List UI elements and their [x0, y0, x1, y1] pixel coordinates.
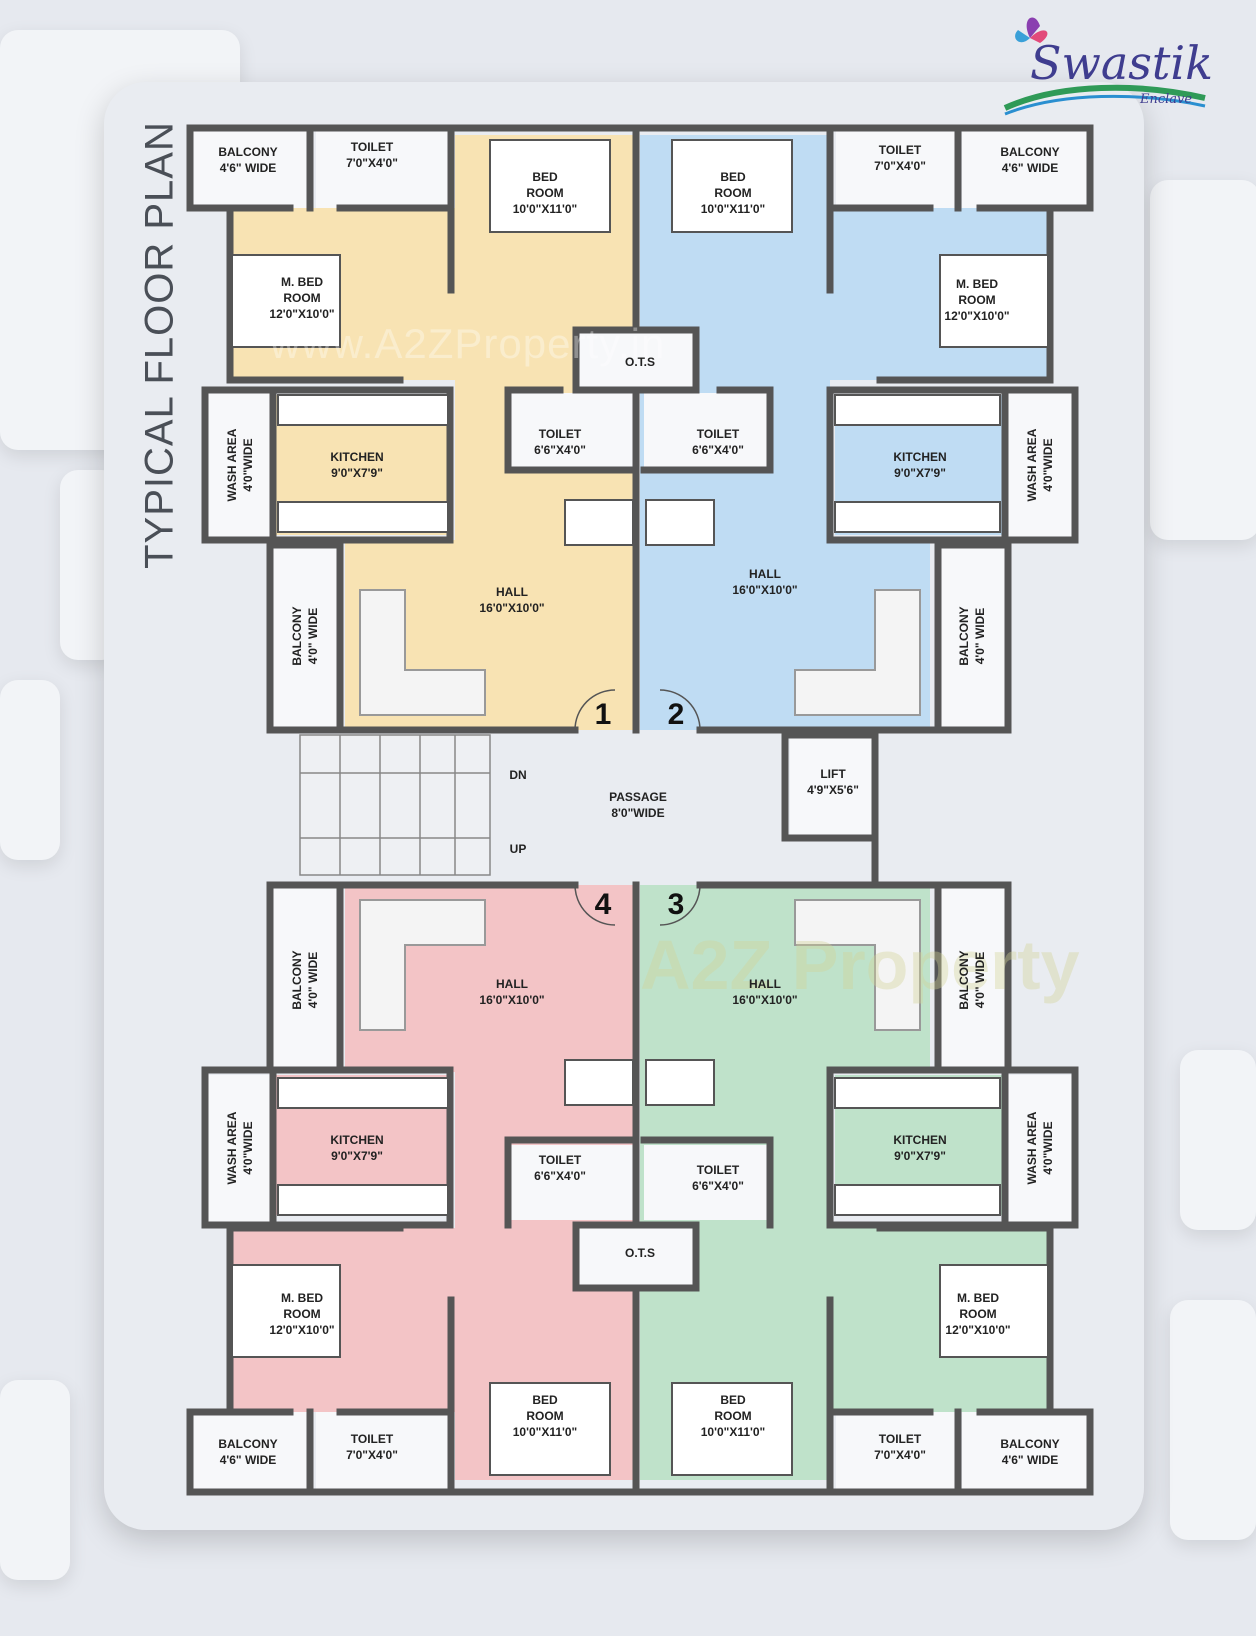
door-swings: [574, 689, 701, 926]
watermark-brand: A2Z Property: [640, 926, 1080, 1004]
logo-subtitle: Enclave: [1140, 92, 1193, 107]
flat-number-1: 1: [594, 698, 612, 731]
background-tile: [0, 680, 60, 860]
walls: [186, 124, 1094, 1496]
page-title: TYPICAL FLOOR PLAN: [137, 121, 182, 569]
stair-down: DN: [509, 768, 527, 782]
background-tile: [1180, 1050, 1256, 1230]
flat-number-2: 2: [667, 698, 685, 731]
staircase: [299, 734, 491, 876]
logo: Swastik Enclave: [990, 8, 1230, 128]
flat-number-4: 4: [594, 888, 612, 921]
logo-name: Swastik: [1030, 36, 1213, 90]
beds: [231, 139, 1049, 1476]
logo-flower-icon: [1015, 17, 1048, 43]
stair-up: UP: [509, 842, 527, 856]
sofas: [359, 589, 921, 1031]
logo-swoosh-icon: [1003, 84, 1206, 116]
background-tile: [0, 1380, 70, 1580]
watermark-url: www.A2ZProperty.in: [270, 320, 666, 367]
ots-top: O.T.S: [624, 355, 656, 369]
ots-bottom: O.T.S: [624, 1246, 656, 1260]
background-tile: [1150, 180, 1256, 540]
dining-tables: [564, 499, 715, 1106]
white-rooms: [190, 128, 1090, 1492]
kitchen-counters: [277, 394, 1001, 1216]
background-tile: [1170, 1300, 1256, 1540]
flat-number-3: 3: [667, 888, 685, 921]
